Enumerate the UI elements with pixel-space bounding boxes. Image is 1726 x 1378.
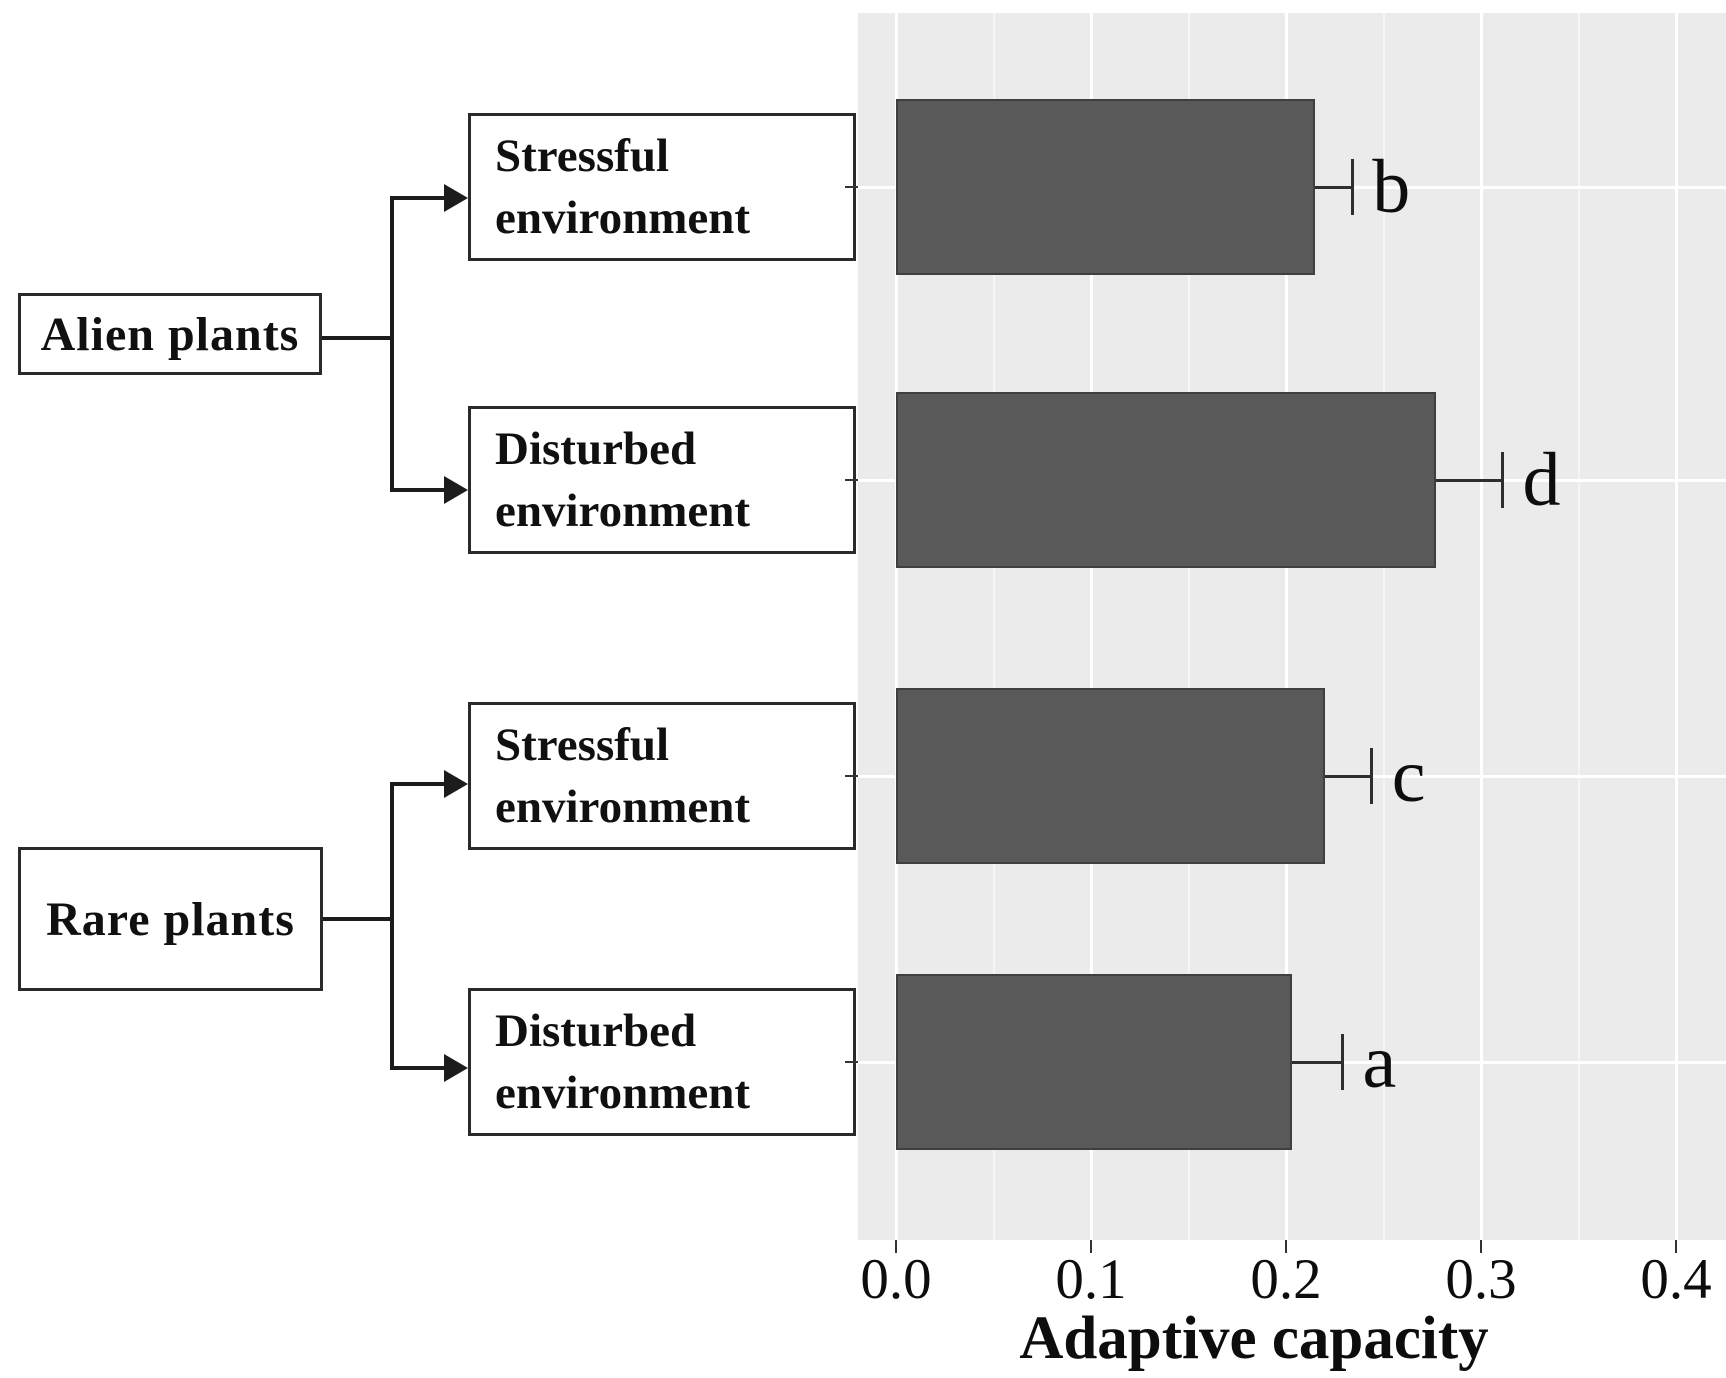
connector-rare-branch-disturbed <box>390 1066 446 1070</box>
x-axis-tick <box>1480 1240 1482 1253</box>
bar-b <box>896 99 1316 275</box>
sig-letter-c: c <box>1391 734 1426 818</box>
connector-rare-trunk <box>390 782 394 1070</box>
plot-panel: b d c a <box>858 13 1726 1240</box>
x-axis-tick <box>1090 1240 1092 1253</box>
sig-letter-a: a <box>1362 1020 1397 1104</box>
major-gridline <box>1479 13 1483 1240</box>
env-box-label-line: environment <box>495 485 751 537</box>
error-bar-cap <box>1350 159 1354 215</box>
y-axis-tick <box>845 775 858 777</box>
minor-gridline <box>1577 13 1580 1240</box>
y-axis-tick <box>845 1061 858 1063</box>
error-bar-line <box>1325 774 1372 778</box>
minor-gridline <box>992 13 995 1240</box>
env-box-label-line: environment <box>495 781 751 833</box>
major-gridline <box>894 13 898 1240</box>
x-tick-label: 0.1 <box>1055 1248 1127 1311</box>
env-box-label-line: Stressful <box>495 719 670 771</box>
arrowhead-rare-disturbed-icon <box>444 1054 468 1082</box>
env-box-alien-stressful: Stressful environment <box>468 113 856 261</box>
x-tick-label: 0.0 <box>860 1248 932 1311</box>
arrowhead-rare-stressful-icon <box>444 770 468 798</box>
connector-alien-trunk <box>390 196 394 492</box>
minor-gridline <box>1382 13 1385 1240</box>
bar-c <box>896 688 1325 864</box>
bar-a <box>896 974 1292 1150</box>
env-box-rare-stressful: Stressful environment <box>468 702 856 850</box>
connector-rare-stub <box>323 917 392 921</box>
major-gridline <box>1674 13 1678 1240</box>
x-tick-label: 0.4 <box>1640 1248 1712 1311</box>
bar-d <box>896 392 1437 568</box>
x-axis-title: Adaptive capacity <box>1019 1305 1489 1372</box>
connector-rare-branch-stressful <box>390 782 446 786</box>
arrowhead-alien-stressful-icon <box>444 184 468 212</box>
major-gridline <box>1284 13 1288 1240</box>
env-box-label-line: Disturbed <box>495 423 697 475</box>
y-axis-tick <box>845 186 858 188</box>
major-gridline <box>1089 13 1093 1240</box>
sig-letter-b: b <box>1372 145 1411 229</box>
error-bar-line <box>1291 1060 1343 1064</box>
x-axis-tick <box>895 1240 897 1253</box>
x-axis-tick <box>1285 1240 1287 1253</box>
env-box-rare-disturbed: Disturbed environment <box>468 988 856 1136</box>
error-bar-cap <box>1370 748 1374 804</box>
x-tick-label: 0.3 <box>1445 1248 1517 1311</box>
error-bar-line <box>1315 185 1353 189</box>
error-bar-line <box>1436 478 1503 482</box>
env-box-label-line: Disturbed <box>495 1005 697 1057</box>
error-bar-cap <box>1341 1034 1345 1090</box>
x-tick-label: 0.2 <box>1250 1248 1322 1311</box>
env-box-label-line: environment <box>495 1067 751 1119</box>
y-axis-tick <box>845 479 858 481</box>
sig-letter-d: d <box>1522 438 1561 522</box>
group-box-rare-plants: Rare plants <box>18 847 323 991</box>
connector-alien-branch-stressful <box>390 196 446 200</box>
minor-gridline <box>1187 13 1190 1240</box>
error-bar-cap <box>1500 452 1504 508</box>
arrowhead-alien-disturbed-icon <box>444 476 468 504</box>
x-axis-tick <box>1675 1240 1677 1253</box>
env-box-label-line: environment <box>495 192 751 244</box>
env-box-alien-disturbed: Disturbed environment <box>468 406 856 554</box>
env-box-label-line: Stressful <box>495 130 670 182</box>
connector-alien-branch-disturbed <box>390 488 446 492</box>
connector-alien-stub <box>322 336 392 340</box>
group-box-alien-plants: Alien plants <box>18 293 322 375</box>
